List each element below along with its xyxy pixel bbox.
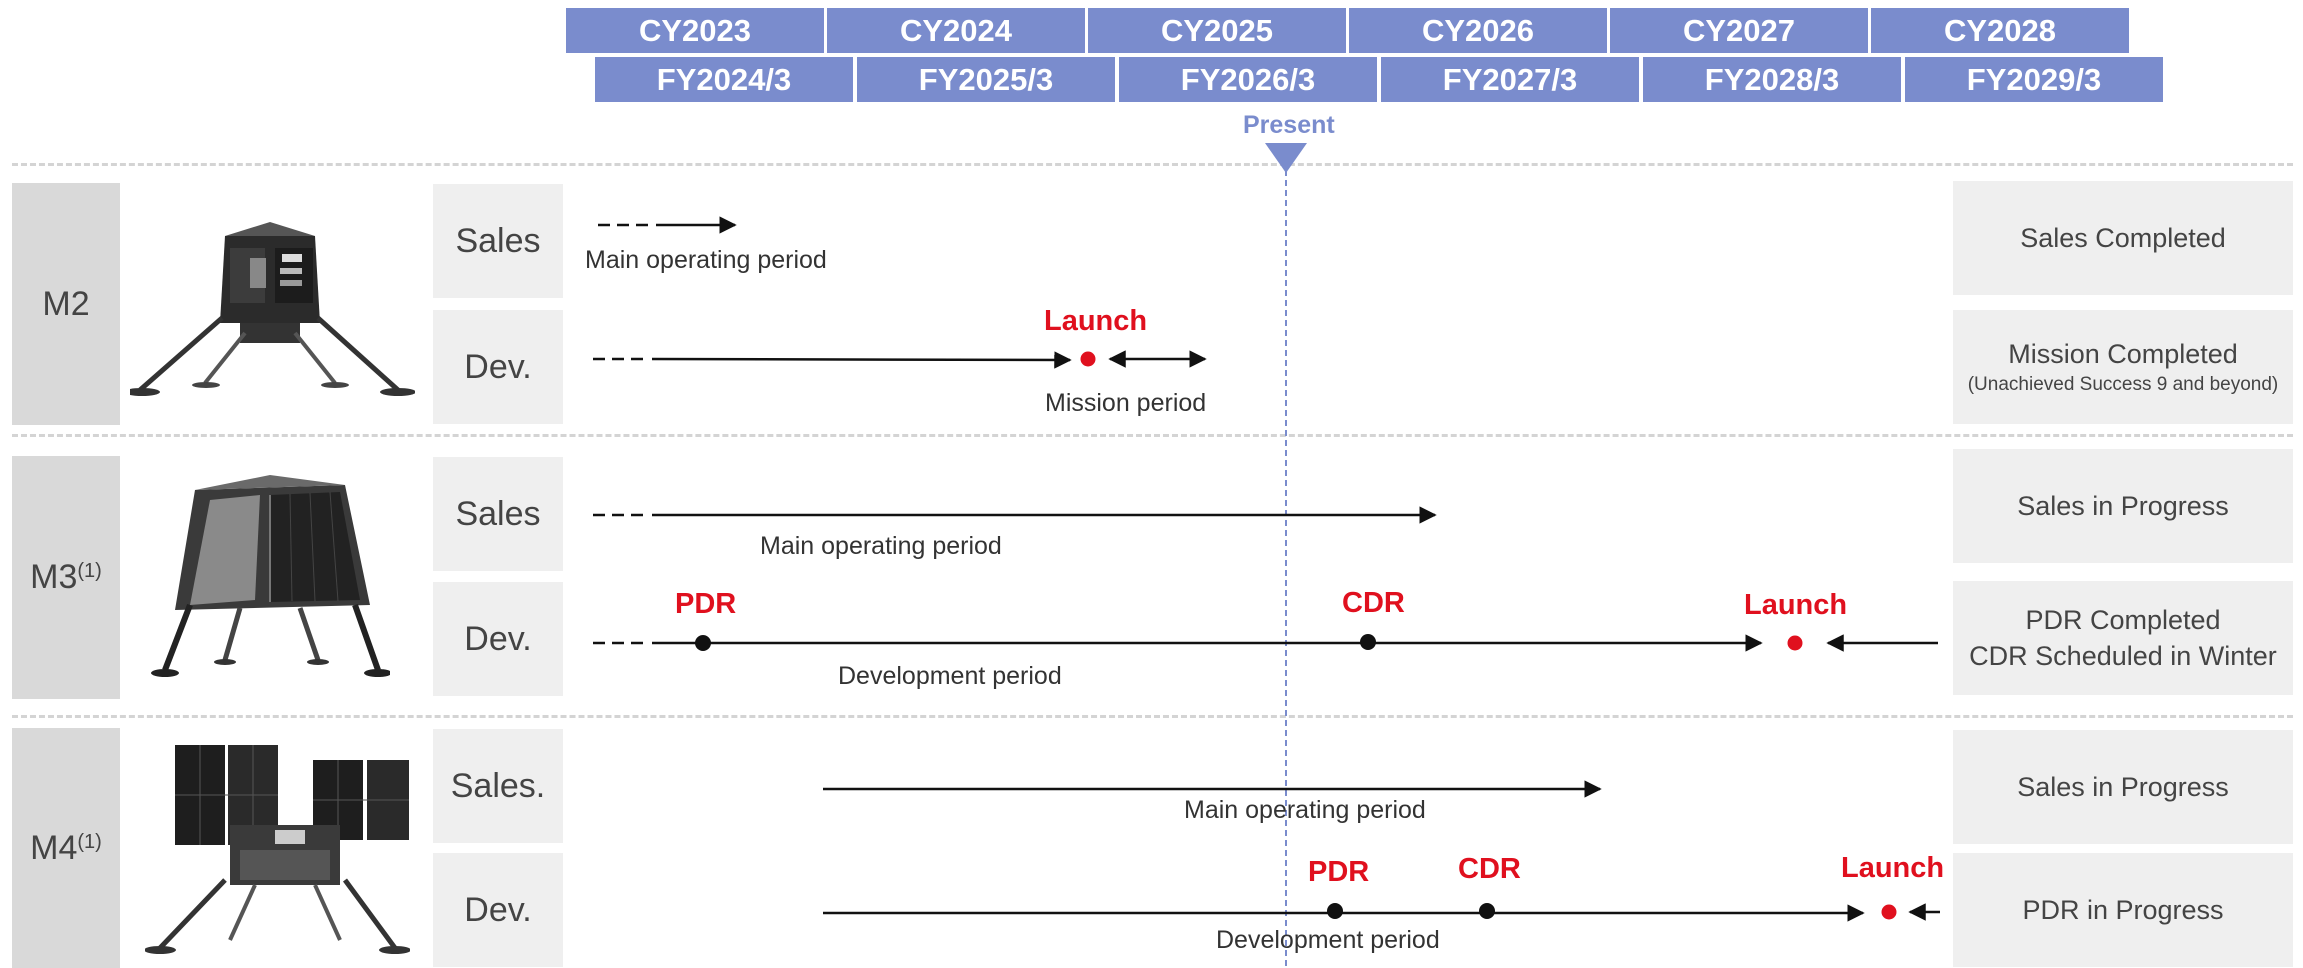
row-label-m3-sales: Sales <box>433 457 563 571</box>
m2-launch-label: Launch <box>1044 305 1148 337</box>
row-label-m4-sales: Sales. <box>433 729 563 843</box>
m2-lander-image <box>130 222 415 396</box>
fy-header: FY2027/3 <box>1381 57 1639 102</box>
m2-launch-marker <box>1080 351 1096 367</box>
mission-label-m2: M2 <box>12 183 120 425</box>
m3-dev-period-label: Development period <box>838 662 1062 690</box>
row-separator <box>12 434 2293 437</box>
present-label: Present <box>1243 111 1335 139</box>
row-separator <box>12 715 2293 718</box>
row-label-m2-dev: Dev. <box>433 310 563 424</box>
m3-launch-marker <box>1787 635 1803 651</box>
m4-cdr-label: CDR <box>1458 853 1521 885</box>
m3-pdr-marker <box>695 635 711 651</box>
fy-header: FY2028/3 <box>1643 57 1901 102</box>
mission-label-m4: M4(1) <box>12 728 120 968</box>
fy-header: FY2025/3 <box>857 57 1115 102</box>
m4-dev-period-label: Development period <box>1216 926 1440 954</box>
row-label-m2-sales: Sales <box>433 184 563 298</box>
status-m3-dev: PDR Completed CDR Scheduled in Winter <box>1953 581 2293 695</box>
mission-label-m3: M3(1) <box>12 456 120 699</box>
fy-header: FY2026/3 <box>1119 57 1377 102</box>
m2-dev-arrow <box>651 351 1072 369</box>
row-label-m4-dev: Dev. <box>433 853 563 967</box>
present-marker-icon <box>1265 143 1307 173</box>
m4-cdr-marker <box>1479 903 1495 919</box>
m2-dev-period-label: Mission period <box>1045 389 1207 417</box>
m3-pdr-label: PDR <box>675 588 737 620</box>
status-m2-dev: Mission Completed (Unachieved Success 9 … <box>1953 310 2293 424</box>
cy-header: CY2025 <box>1088 8 1346 53</box>
m3-lander-image <box>151 475 390 677</box>
cy-header: CY2028 <box>1871 8 2129 53</box>
m4-sales-period-label: Main operating period <box>1184 796 1426 824</box>
status-m2-sales: Sales Completed <box>1953 181 2293 295</box>
m3-launch-label: Launch <box>1744 589 1848 621</box>
status-m4-dev: PDR in Progress <box>1953 853 2293 967</box>
status-m3-sales: Sales in Progress <box>1953 449 2293 563</box>
m4-pdr-label: PDR <box>1308 856 1370 888</box>
cy-header: CY2023 <box>566 8 824 53</box>
m4-lander-image <box>145 745 410 954</box>
m4-pdr-marker <box>1327 903 1343 919</box>
fy-header: FY2024/3 <box>595 57 853 102</box>
m4-launch-marker <box>1881 904 1897 920</box>
m3-cdr-label: CDR <box>1342 587 1405 619</box>
m3-sales-period-label: Main operating period <box>760 532 1002 560</box>
m4-launch-label: Launch <box>1841 852 1945 884</box>
cy-header: CY2027 <box>1610 8 1868 53</box>
row-separator <box>12 163 2293 166</box>
row-label-m3-dev: Dev. <box>433 582 563 696</box>
cy-header: CY2026 <box>1349 8 1607 53</box>
status-m4-sales: Sales in Progress <box>1953 730 2293 844</box>
cy-header: CY2024 <box>827 8 1085 53</box>
m3-cdr-marker <box>1360 634 1376 650</box>
fy-header: FY2029/3 <box>1905 57 2163 102</box>
m2-sales-period-label: Main operating period <box>585 246 827 274</box>
